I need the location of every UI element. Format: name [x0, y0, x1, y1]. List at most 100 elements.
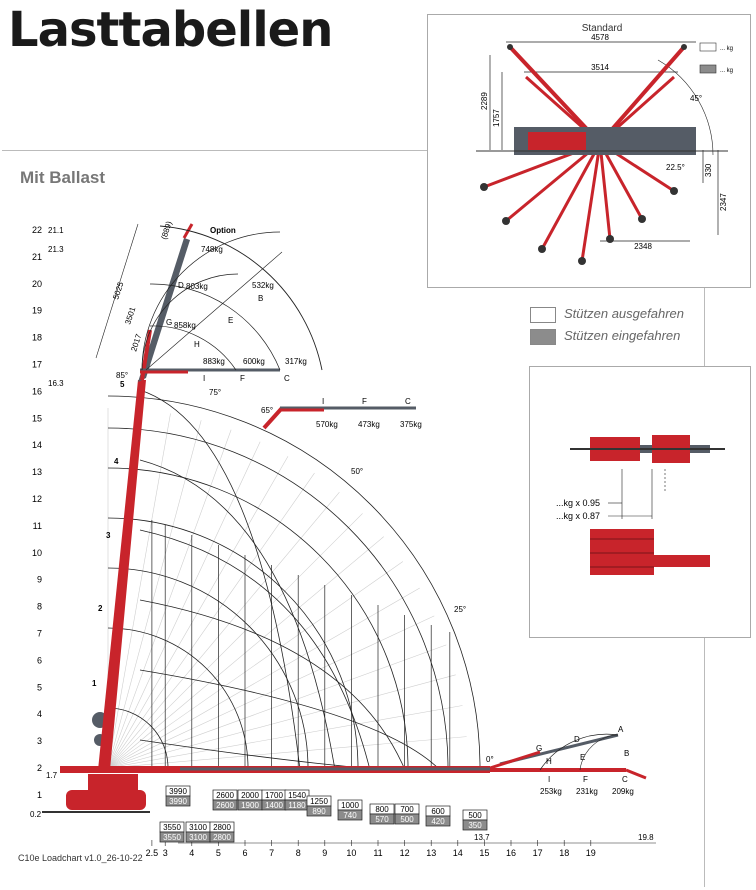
envelope-curve — [139, 669, 441, 771]
load-748: 748kg — [201, 245, 223, 254]
load-box-bottom — [306, 805, 332, 817]
load-value-retracted: 740 — [343, 811, 357, 820]
badge-kg-2: ... kg — [720, 68, 733, 74]
crane-topview — [476, 44, 728, 265]
load-value-retracted: 3990 — [169, 797, 187, 806]
height-0-2: 0.2 — [30, 810, 42, 819]
crane-side-top — [570, 435, 725, 463]
legend-extended: Stützen ausgefahren — [530, 306, 684, 323]
radius-tick-15: 15 — [479, 848, 489, 858]
load-value-retracted: 1180 — [288, 801, 306, 810]
load-box-bottom — [425, 815, 451, 827]
radius-tick-2.5: 2.5 — [146, 848, 159, 858]
load-317: 317kg — [285, 357, 307, 366]
angle-65: 65° — [261, 406, 273, 415]
height-tick-6: 6 — [37, 655, 42, 665]
grid-ray — [107, 456, 289, 769]
legend-retracted: Stützen eingefahren — [530, 328, 680, 345]
load-value-retracted: 570 — [375, 815, 389, 824]
letter-d: D — [178, 281, 184, 290]
radius-tick-8: 8 — [296, 848, 301, 858]
height-tick-22: 22 — [32, 225, 42, 235]
jib65-load-375: 375kg — [400, 420, 422, 429]
dim-22-5deg: 22.5° — [666, 163, 685, 172]
jib-65 — [262, 406, 416, 430]
load-value-retracted: 420 — [431, 817, 445, 826]
load-value-retracted: 3100 — [189, 833, 207, 842]
jib0-letter-d: D — [574, 735, 580, 744]
radius-tick-11: 11 — [373, 848, 382, 858]
height-tick-4: 4 — [37, 709, 42, 719]
grid-arc — [107, 427, 449, 769]
envelope-curve — [139, 599, 406, 771]
jib0-letter-e: E — [580, 753, 585, 762]
load-box-bottom — [369, 813, 395, 825]
radius-tick-13: 13 — [426, 848, 436, 858]
radius-tick-5: 5 — [216, 848, 221, 858]
letter-h: H — [194, 340, 200, 349]
load-value-extended: 700 — [400, 805, 414, 814]
angle-25: 25° — [454, 605, 466, 614]
dim-1757: 1757 — [492, 109, 501, 127]
angle-50: 50° — [351, 467, 363, 476]
load-value-retracted: 890 — [312, 807, 326, 816]
load-value-extended: 1540 — [288, 791, 306, 800]
dim-2347: 2347 — [719, 193, 728, 211]
height-tick-20: 20 — [32, 279, 42, 289]
dim-4578: 4578 — [591, 33, 609, 42]
jib0-load-231: 231kg — [576, 787, 598, 796]
jib65-load-570: 570kg — [316, 420, 338, 429]
height-tick-7: 7 — [37, 629, 42, 639]
load-value-retracted: 2800 — [213, 833, 231, 842]
standard-diagram: Standard 4578 3514 2289 1757 45° 22.5° 3… — [476, 23, 733, 265]
grid-ray — [107, 615, 435, 769]
footer-version: C10e Loadchart v1.0_26-10-22 — [18, 853, 143, 863]
height-tick-14: 14 — [32, 440, 42, 450]
jib0-letter-f: F — [583, 775, 588, 784]
boom-mast — [98, 380, 146, 770]
grid-arc — [107, 707, 169, 769]
mast-mark-1: 1 — [92, 679, 97, 688]
grid-ray — [107, 674, 456, 769]
jib0-load-253: 253kg — [540, 787, 562, 796]
grid-ray — [107, 644, 447, 769]
grid-ray — [107, 587, 420, 769]
load-box-bottom — [209, 831, 235, 843]
radius-19-8: 19.8 — [638, 833, 654, 842]
radius-tick-3: 3 — [163, 848, 168, 858]
standard-panel: Standard 4578 3514 2289 1757 45° 22.5° 3… — [427, 14, 751, 288]
letter-f: F — [240, 374, 245, 383]
jib-top — [95, 223, 323, 382]
mast-mark-3: 3 — [106, 531, 111, 540]
height-tick-19: 19 — [32, 306, 42, 316]
height-tick-10: 10 — [32, 548, 42, 558]
load-803: 803kg — [186, 282, 208, 291]
dim-889: (889) — [159, 220, 173, 241]
radius-tick-7: 7 — [269, 848, 274, 858]
height-tick-17: 17 — [32, 360, 42, 370]
legend-label-retracted: Stützen eingefahren — [564, 328, 681, 343]
load-value-extended: 500 — [468, 811, 482, 820]
jib0-letter-i: I — [548, 775, 550, 784]
crane-base — [42, 712, 150, 813]
dim-2348: 2348 — [634, 242, 652, 251]
letter-i: I — [203, 374, 205, 383]
envelope-curve — [139, 459, 336, 771]
jib0-angle: 0° — [486, 755, 494, 764]
envelope-curve — [139, 389, 301, 771]
load-value-retracted: 1900 — [241, 801, 259, 810]
load-boxes: 3990399035503550310031002800280026002600… — [159, 785, 488, 843]
legend-swatch-white — [530, 306, 556, 323]
radius-tick-19: 19 — [586, 848, 596, 858]
dim-2289: 2289 — [480, 92, 489, 110]
envelope-curve — [139, 529, 371, 771]
factor-087: ...kg x 0.87 — [556, 511, 600, 521]
angle-85: 85° — [116, 371, 128, 380]
load-box-bottom — [212, 799, 238, 811]
grid-ray — [107, 429, 232, 769]
load-value-retracted: 3550 — [163, 833, 181, 842]
radius-tick-17: 17 — [533, 848, 543, 858]
load-value-extended: 2000 — [241, 791, 259, 800]
radius-tick-18: 18 — [559, 848, 569, 858]
